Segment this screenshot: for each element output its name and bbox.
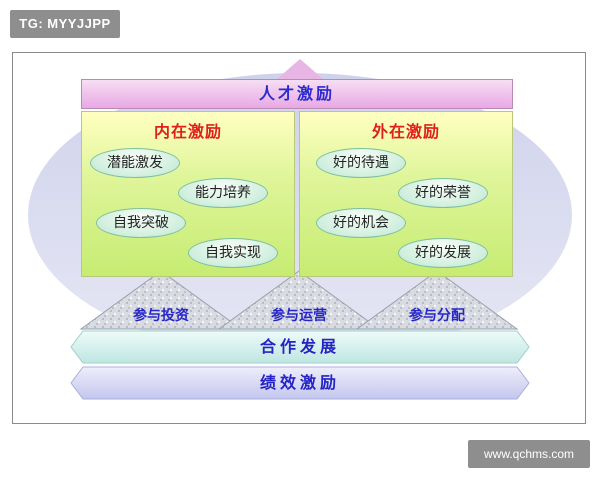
intrinsic-item: 自我实现 — [188, 238, 278, 268]
band-performance-shape — [70, 366, 530, 400]
pillar-investment-shape — [79, 270, 243, 330]
intrinsic-incentive-panel: 内在激励 潜能激发 能力培养 自我突破 自我实现 — [81, 111, 295, 277]
extrinsic-item: 好的荣誉 — [398, 178, 488, 208]
extrinsic-incentive-panel: 外在激励 好的待遇 好的荣誉 好的机会 好的发展 — [299, 111, 513, 277]
intrinsic-item: 自我突破 — [96, 208, 186, 238]
band-cooperation-shape — [70, 330, 530, 364]
watermark-badge: www.qchms.com — [468, 440, 590, 468]
intrinsic-item: 潜能激发 — [90, 148, 180, 178]
talent-incentive-banner: 人才激励 — [81, 79, 513, 109]
pillar-distribution-shape — [355, 270, 519, 330]
diagram-frame: 人才激励 内在激励 潜能激发 能力培养 自我突破 自我实现 外在激励 好的待遇 … — [12, 52, 586, 424]
extrinsic-item: 好的待遇 — [316, 148, 406, 178]
extrinsic-item: 好的发展 — [398, 238, 488, 268]
pillar-investment-label: 参与投资 — [133, 308, 189, 324]
performance-band-label: 绩效激励 — [259, 373, 340, 392]
extrinsic-item: 好的机会 — [316, 208, 406, 238]
intrinsic-item: 能力培养 — [178, 178, 268, 208]
top-arrow — [277, 59, 323, 79]
intrinsic-incentive-title: 内在激励 — [153, 122, 222, 141]
pillar-distribution-label: 参与分配 — [409, 308, 465, 324]
pillar-operation-label: 参与运营 — [271, 308, 327, 324]
extrinsic-incentive-title: 外在激励 — [371, 122, 440, 141]
tag-badge: TG: MYYJJPP — [10, 10, 120, 38]
cooperation-band-label: 合作发展 — [259, 337, 340, 356]
pillar-operation-shape — [217, 270, 381, 330]
